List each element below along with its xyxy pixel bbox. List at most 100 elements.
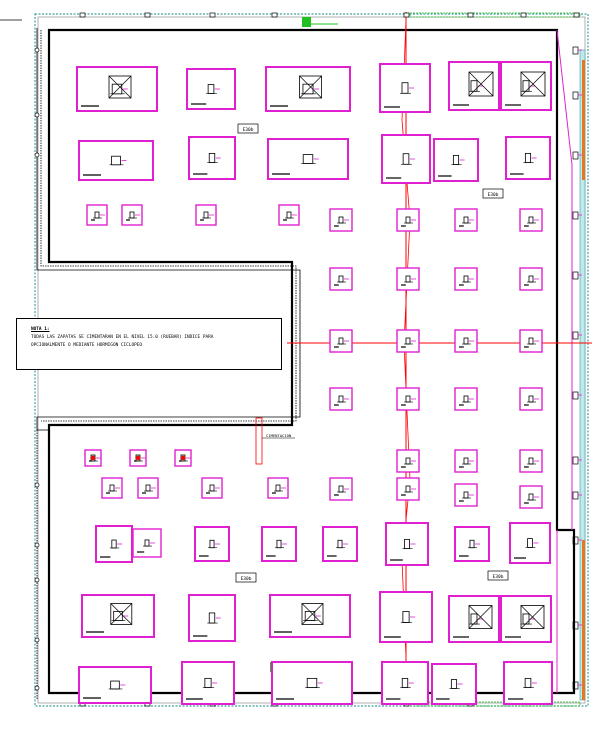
footing <box>396 477 420 501</box>
footing <box>76 66 158 112</box>
footings-layer <box>76 46 582 705</box>
footing <box>188 594 236 642</box>
footing <box>431 663 477 705</box>
retaining-wall-upper-inner <box>40 30 297 422</box>
footing <box>181 661 235 705</box>
footing <box>503 661 553 705</box>
footing <box>381 134 431 184</box>
footing <box>500 595 552 643</box>
footing <box>379 591 433 643</box>
top-edge-green <box>409 12 581 18</box>
footing <box>137 477 159 499</box>
edge-column <box>572 211 582 220</box>
foundation-callout: CIMENTACION <box>255 417 295 465</box>
right-edge-strip-orange-2 <box>582 540 585 700</box>
footing <box>454 526 490 562</box>
footing <box>454 267 478 291</box>
pile-marker <box>135 455 141 461</box>
edge-column <box>572 491 582 500</box>
footing <box>261 526 297 562</box>
svg-text:E30b: E30b <box>241 576 252 582</box>
footing <box>195 204 217 226</box>
footing <box>509 522 551 564</box>
footing <box>194 526 230 562</box>
section-tag: E30b <box>235 572 257 583</box>
footing <box>448 61 500 111</box>
edge-column <box>572 681 582 690</box>
edge-column <box>572 151 582 160</box>
edge-column <box>572 621 582 630</box>
footing <box>322 526 358 562</box>
footing <box>396 267 420 291</box>
footing <box>329 208 353 232</box>
footing <box>121 204 143 226</box>
footing <box>186 68 236 110</box>
footing <box>454 329 478 353</box>
edge-column <box>572 456 582 465</box>
footing <box>201 477 223 499</box>
footing <box>519 485 543 509</box>
footing <box>433 138 479 182</box>
edge-column <box>572 536 582 545</box>
grid-markers-left <box>34 47 40 691</box>
footing <box>278 204 300 226</box>
footing <box>385 522 429 566</box>
footing <box>519 387 543 411</box>
right-edge-strip-orange-1 <box>582 60 585 180</box>
grid-markers-top <box>79 12 580 18</box>
building-wall-outline <box>47 28 576 695</box>
section-tag: E30b <box>237 123 259 134</box>
general-note-box: NOTA 1: TODAS LAS ZAPATAS SE CIMENTARAN … <box>16 318 282 370</box>
edge-column <box>572 271 582 280</box>
footing <box>519 329 543 353</box>
edge-column <box>572 46 582 55</box>
footing <box>396 329 420 353</box>
green-marker <box>302 17 311 27</box>
footing <box>396 208 420 232</box>
edge-column <box>572 331 582 340</box>
svg-text:E30b: E30b <box>488 192 499 198</box>
footing <box>269 594 351 638</box>
footing <box>101 477 123 499</box>
footing <box>188 136 236 180</box>
note-title: NOTA 1: <box>31 327 50 332</box>
footing <box>454 208 478 232</box>
footing <box>381 661 429 705</box>
footing <box>396 449 420 473</box>
pile-marker <box>180 455 186 461</box>
footing <box>448 595 500 643</box>
footing <box>454 483 478 507</box>
footing <box>500 61 552 111</box>
svg-text:E30b: E30b <box>493 574 504 580</box>
footing <box>396 387 420 411</box>
note-line-1: TODAS LAS ZAPATAS SE CIMENTARAN EN EL NI… <box>31 335 214 340</box>
footing <box>78 140 154 181</box>
footing <box>519 267 543 291</box>
right-edge-magenta-2 <box>556 29 573 166</box>
footing <box>271 661 353 705</box>
svg-text:CIMENTACION: CIMENTACION <box>266 433 292 438</box>
footing <box>265 66 351 112</box>
footing <box>95 525 133 563</box>
footing <box>454 387 478 411</box>
note-line-2: OPCIONALMENTE O MEDIANTE HORMIGON CICLOP… <box>31 343 143 348</box>
footing <box>454 449 478 473</box>
footing <box>519 208 543 232</box>
footing <box>86 204 108 226</box>
footing <box>329 387 353 411</box>
footing <box>81 594 155 638</box>
footing <box>505 136 551 180</box>
footing <box>329 329 353 353</box>
footing <box>267 477 289 499</box>
pile-marker <box>90 455 96 461</box>
footing <box>132 528 162 558</box>
svg-text:E30b: E30b <box>243 127 254 133</box>
footing <box>267 138 349 180</box>
footing <box>78 666 152 704</box>
edge-column <box>572 91 582 100</box>
section-tag: E30b <box>482 188 504 199</box>
footing <box>379 63 431 113</box>
footing <box>329 267 353 291</box>
section-tag: E30b <box>487 570 509 581</box>
